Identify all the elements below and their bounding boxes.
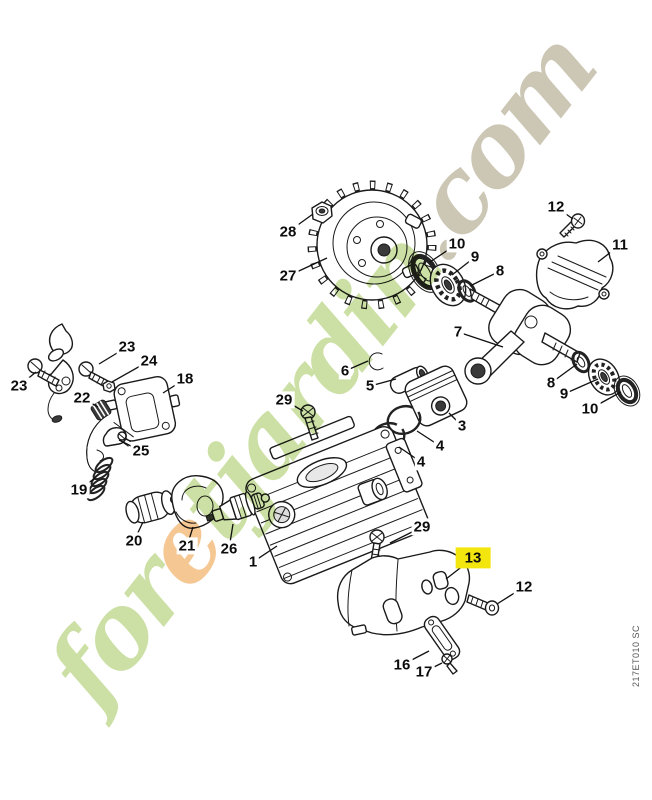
label-12-top: 12 — [545, 198, 567, 216]
label-29-cylinder: 29 — [273, 391, 295, 409]
bearing-right-drawing — [587, 358, 621, 396]
plug-boot-drawing — [125, 490, 180, 524]
screw-23-left-drawing — [27, 358, 60, 387]
spark-plug-drawing — [205, 491, 271, 522]
ground-wire-drawing — [47, 323, 74, 423]
plug-wire-drawing — [86, 415, 107, 473]
label-25: 25 — [130, 442, 152, 460]
label-28: 28 — [277, 223, 299, 241]
flywheel-nut-drawing — [311, 201, 333, 224]
intake-stub-drawing — [357, 477, 388, 506]
flywheel-drawing — [307, 180, 437, 310]
label-3: 3 — [455, 417, 469, 435]
label-7: 7 — [451, 323, 465, 341]
label-23-top: 23 — [116, 338, 138, 356]
label-5: 5 — [363, 377, 377, 395]
label-11: 11 — [610, 236, 630, 254]
label-8-left: 8 — [493, 262, 507, 280]
leader-line-7 — [457, 331, 504, 348]
label-10-right: 10 — [579, 400, 601, 418]
label-29-muffler: 29 — [411, 518, 433, 536]
screw-17-drawing — [441, 653, 458, 675]
label-4-lower: 4 — [414, 453, 428, 471]
label-16: 16 — [391, 656, 413, 674]
label-6: 6 — [338, 362, 352, 380]
cylinder-drawing — [245, 415, 430, 585]
label-19: 19 — [68, 481, 90, 499]
label-10-left: 10 — [446, 235, 468, 253]
label-24: 24 — [138, 352, 160, 370]
circlip-drawing — [368, 352, 384, 371]
diagram-code: 217ET010 SC — [631, 624, 641, 688]
label-20: 20 — [123, 532, 145, 550]
label-8-right: 8 — [544, 374, 558, 392]
bolt-12-bottom-drawing — [466, 594, 500, 616]
oil-seal-right-drawing — [613, 375, 641, 407]
screw-12-top-drawing — [559, 213, 586, 238]
muffler-drawing — [336, 549, 471, 636]
label-21: 21 — [176, 537, 198, 555]
label-4-upper: 4 — [433, 437, 447, 455]
bearing-left-drawing — [429, 263, 467, 307]
label-23-left: 23 — [8, 377, 30, 395]
label-9-left: 9 — [468, 248, 482, 266]
spring-19-drawing — [86, 449, 114, 502]
label-9-right: 9 — [557, 385, 571, 403]
deflector-plate-drawing — [423, 615, 461, 661]
label-13: 13 — [455, 547, 491, 569]
label-12-bottom: 12 — [513, 578, 535, 596]
label-26: 26 — [218, 540, 240, 558]
clamp-25-drawing — [102, 427, 127, 447]
label-1: 1 — [246, 553, 260, 571]
engine-pan-drawing — [535, 239, 614, 310]
screw-29-cylinder-drawing — [300, 404, 319, 441]
label-17: 17 — [413, 663, 435, 681]
label-22: 22 — [71, 389, 93, 407]
nut-24-drawing — [102, 380, 116, 393]
label-18: 18 — [174, 370, 196, 388]
label-27: 27 — [277, 267, 299, 285]
crankshaft-drawing — [464, 288, 581, 385]
